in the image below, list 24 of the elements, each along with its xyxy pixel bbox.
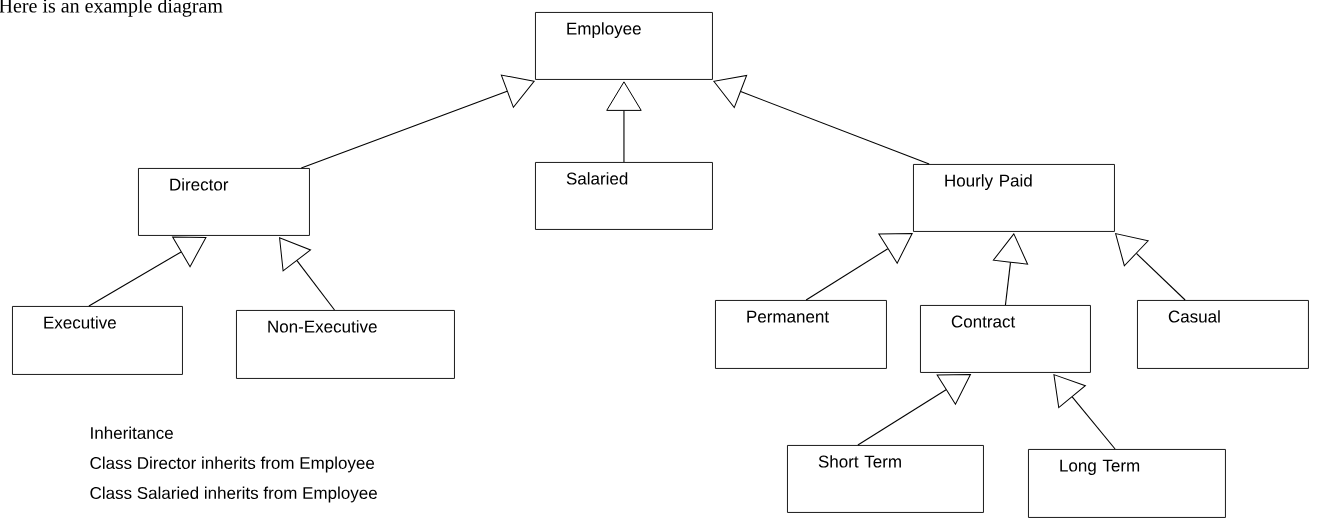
class-box: Salaried [535, 162, 713, 230]
class-box: Executive [12, 306, 183, 375]
inheritance-arrow [1053, 374, 1116, 450]
inheritance-arrow [857, 373, 971, 446]
class-box: Permanent [715, 300, 887, 369]
class-box: Casual [1137, 300, 1309, 369]
note-text: Inheritance [91, 426, 173, 440]
inheritance-arrow [713, 74, 930, 165]
inheritance-arrow [300, 74, 535, 169]
inheritance-arrow [606, 81, 642, 163]
inheritance-arrow [279, 237, 336, 311]
note-text: Class Salaried inherits from Employee [90, 486, 377, 503]
class-box: Short Term [787, 445, 984, 513]
inheritance-arrow [805, 232, 913, 301]
class-box: Employee [535, 12, 713, 80]
class-box: Contract [920, 305, 1091, 373]
class-box: Long Term [1028, 449, 1226, 518]
inheritance-arrow [88, 236, 207, 307]
note-text: Class Director inherits from Employee [90, 456, 375, 473]
class-box: Director [138, 168, 310, 236]
inheritance-arrow [1115, 233, 1186, 301]
class-box: Non-Executive [236, 310, 455, 379]
inheritance-arrow [992, 233, 1029, 306]
class-box: Hourly Paid [913, 164, 1115, 232]
